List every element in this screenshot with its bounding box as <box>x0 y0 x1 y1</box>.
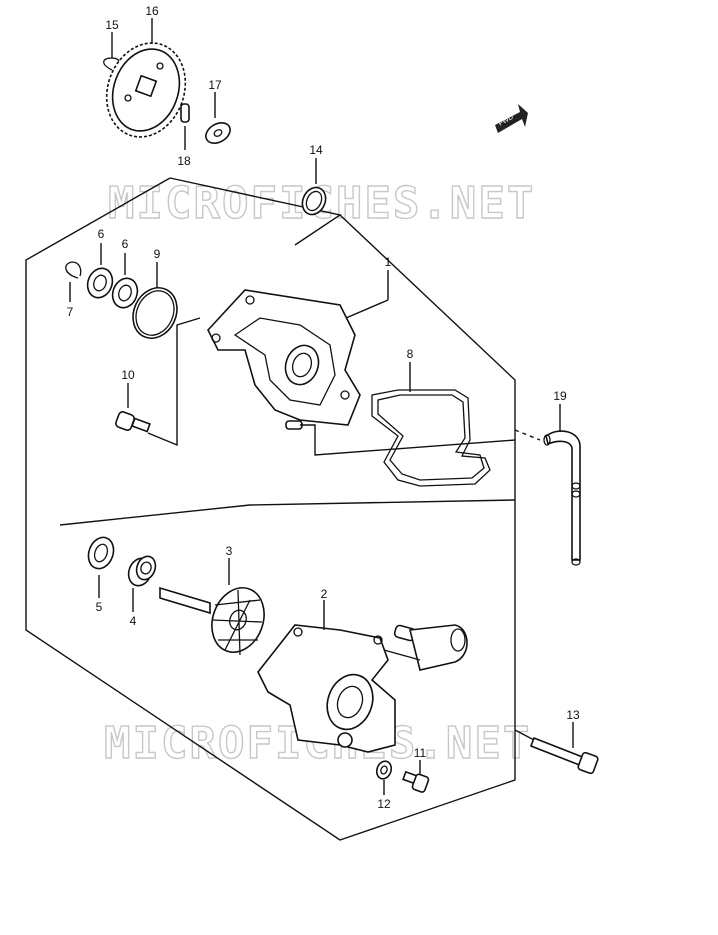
callout-6a: 6 <box>98 227 105 241</box>
part-11-bolt <box>402 760 430 793</box>
assembly-outline <box>25 177 541 841</box>
part-6-bearing-a <box>86 243 114 299</box>
callout-10: 10 <box>121 368 135 382</box>
callout-3: 3 <box>226 544 233 558</box>
callout-4: 4 <box>130 614 137 628</box>
callout-17: 17 <box>208 78 222 92</box>
part-8-gasket <box>371 362 491 487</box>
callout-6b: 6 <box>122 237 129 251</box>
part-12-washer <box>375 760 393 795</box>
part-16-gear <box>105 18 187 138</box>
callout-12: 12 <box>377 797 391 811</box>
part-14-o-ring <box>301 158 327 216</box>
callout-13: 13 <box>566 708 580 722</box>
part-17-washer <box>205 92 231 144</box>
part-1-pump-cover <box>207 270 516 456</box>
callout-8: 8 <box>407 347 414 361</box>
callout-9: 9 <box>154 247 161 261</box>
callout-2: 2 <box>321 587 328 601</box>
callout-14: 14 <box>309 143 323 157</box>
part-9-o-ring <box>132 262 178 339</box>
fwd-arrow-icon: FWD <box>495 104 528 133</box>
callout-18: 18 <box>177 154 191 168</box>
part-6-bearing-b <box>111 253 139 309</box>
part-13-long-bolt <box>514 722 599 775</box>
callout-15: 15 <box>105 18 119 32</box>
part-4-mechanical-seal <box>127 555 157 612</box>
part-10-bolt <box>115 317 201 447</box>
part-2-pump-body <box>257 600 468 753</box>
callout-7: 7 <box>67 305 74 319</box>
part-5-oil-seal <box>87 536 115 598</box>
callout-11: 11 <box>414 746 427 760</box>
part-3-impeller <box>159 558 265 656</box>
part-19-hose <box>543 404 581 566</box>
callout-5: 5 <box>96 600 103 614</box>
callout-16: 16 <box>145 4 159 18</box>
callout-1: 1 <box>385 255 392 269</box>
part-7-circlip <box>65 261 82 302</box>
part-18-pin <box>180 103 190 150</box>
callout-19: 19 <box>553 389 567 403</box>
